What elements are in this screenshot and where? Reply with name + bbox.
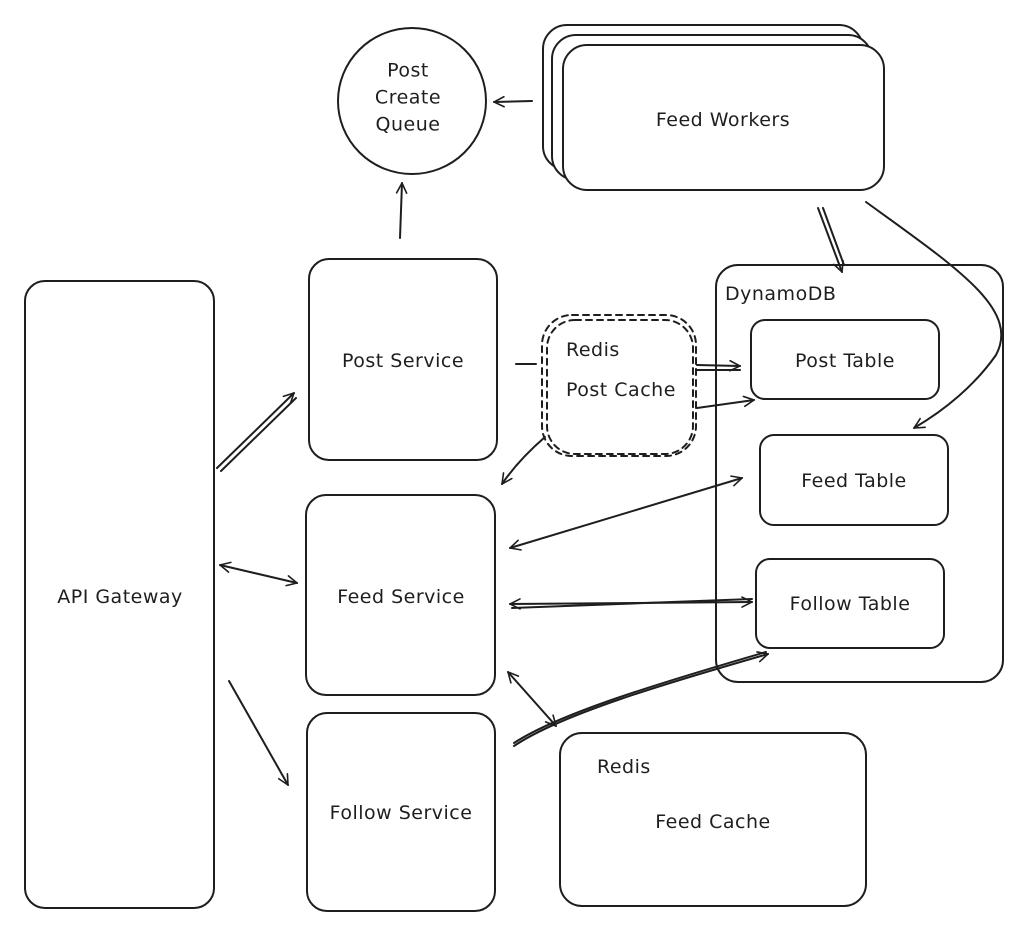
- feed-cache-title: Redis: [597, 756, 651, 778]
- arrow-feed-service-follow-table-double: [511, 598, 753, 609]
- post-table-label: Post Table: [795, 350, 895, 372]
- feed-table-box: [759, 434, 949, 526]
- post-table-box: [750, 319, 940, 400]
- follow-service-label: Follow Service: [329, 802, 473, 824]
- feed-cache-label: Feed Cache: [655, 811, 771, 833]
- arrow-cache-to-feed-service: [502, 436, 546, 484]
- arrow-workers-to-dynamodb-double: [822, 207, 845, 266]
- post-create-queue-label: Post Create Queue: [375, 58, 441, 139]
- arrow-gateway-to-post-service-double: [220, 397, 297, 472]
- post-create-queue-circle: [337, 27, 487, 175]
- post-cache-box: [541, 314, 697, 457]
- feed-table-label: Feed Table: [801, 470, 907, 492]
- feed-workers-box: [562, 44, 885, 191]
- feed-service-box: [305, 494, 496, 696]
- arrow-cache-to-post-table: [696, 365, 740, 366]
- arrow-gateway-to-follow-service: [228, 680, 289, 785]
- follow-service-box: [306, 712, 496, 912]
- follow-table-label: Follow Table: [789, 593, 911, 615]
- arrow-follow-service-to-follow-table-double: [513, 651, 767, 744]
- queue-line-3: Queue: [375, 113, 441, 136]
- post-service-label: Post Service: [341, 350, 465, 372]
- feed-cache-box: [559, 732, 867, 907]
- feed-workers-label: Feed Workers: [655, 109, 791, 131]
- api-gateway-box: [24, 280, 215, 909]
- post-cache-box-inner: [546, 319, 694, 455]
- dynamodb-label: DynamoDB: [725, 283, 837, 305]
- arrow-gateway-to-post-service: [216, 393, 294, 469]
- queue-line-1: Post: [387, 59, 429, 82]
- arrow-workers-to-dynamodb: [817, 207, 842, 272]
- arrow-workers-to-feed-table: [865, 201, 1003, 429]
- arrow-post-service-to-queue: [400, 183, 402, 239]
- feed-service-label: Feed Service: [337, 586, 465, 608]
- api-gateway-label: API Gateway: [57, 586, 183, 608]
- arrow-follow-service-to-follow-table: [513, 654, 768, 747]
- arrow-gateway-feed-service: [220, 565, 297, 583]
- queue-line-2: Create: [374, 86, 442, 109]
- post-service-box: [308, 258, 498, 461]
- post-cache-label: Post Cache: [566, 379, 676, 401]
- arrow-feed-service-feed-table: [510, 478, 742, 548]
- dynamodb-container: [715, 264, 1004, 683]
- post-cache-title: Redis: [566, 339, 620, 361]
- arrow-feed-service-feed-cache: [508, 672, 556, 726]
- arrow-post-service-to-post-table: [696, 400, 754, 409]
- arrow-workers-to-queue: [494, 101, 533, 102]
- follow-table-box: [755, 558, 945, 649]
